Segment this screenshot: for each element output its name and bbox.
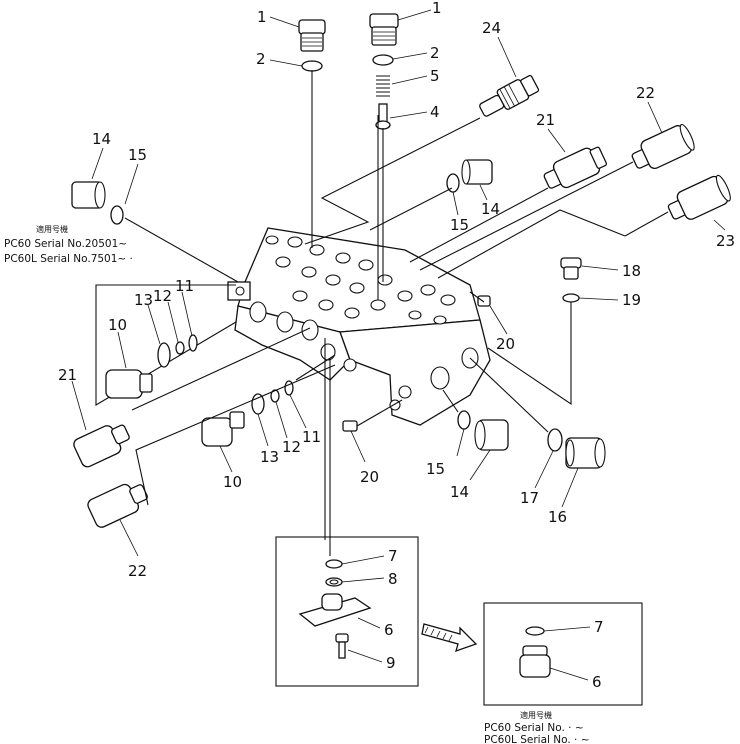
- svg-text:PC60L Serial No. · ~: PC60L Serial No. · ~: [484, 734, 590, 744]
- serial-note-bottom: 適用号機 PC60 Serial No. · ~ PC60L Serial No…: [484, 710, 590, 744]
- callout-4: 4: [430, 103, 440, 121]
- callout-5: 5: [430, 67, 440, 85]
- callout-numbers: 1 1 2 2 5 4 24 22 21 14 15 14 15 23 18 1…: [58, 0, 735, 691]
- callout-6: 6: [384, 621, 394, 639]
- callout-22: 22: [128, 562, 147, 580]
- callout-6: 6: [592, 673, 602, 691]
- callout-19: 19: [622, 291, 641, 309]
- lower-left-components: [73, 380, 358, 528]
- svg-text:PC60 Serial No. · ~: PC60 Serial No. · ~: [484, 722, 584, 734]
- callout-14: 14: [92, 130, 111, 148]
- callout-2: 2: [430, 44, 440, 62]
- upper-right-components: [446, 74, 731, 307]
- top-components: [298, 13, 399, 130]
- callout-24: 24: [482, 19, 501, 37]
- callout-17: 17: [520, 489, 539, 507]
- callout-10: 10: [108, 316, 127, 334]
- callout-14: 14: [450, 483, 469, 501]
- callout-1: 1: [432, 0, 442, 17]
- callout-15: 15: [128, 146, 147, 164]
- svg-text:適用号機: 適用号機: [520, 710, 552, 720]
- callout-22: 22: [636, 84, 655, 102]
- callout-7: 7: [388, 547, 398, 565]
- callout-20: 20: [360, 468, 379, 486]
- callout-15: 15: [426, 460, 445, 478]
- callout-18: 18: [622, 262, 641, 280]
- svg-text:適用号機: 適用号機: [36, 224, 68, 234]
- callout-1: 1: [257, 8, 267, 26]
- direction-arrow: [421, 623, 478, 653]
- callout-11: 11: [175, 277, 194, 295]
- callout-11: 11: [302, 428, 321, 446]
- left-inset-box: [95, 284, 237, 406]
- guide-lines: [124, 70, 669, 556]
- callout-8: 8: [388, 570, 398, 588]
- svg-text:PC60 Serial No.20501~: PC60 Serial No.20501~: [4, 238, 127, 250]
- callout-15: 15: [450, 216, 469, 234]
- callout-7: 7: [594, 618, 604, 636]
- callout-13: 13: [134, 291, 153, 309]
- serial-note-top: 適用号機 PC60 Serial No.20501~ PC60L Serial …: [4, 224, 133, 265]
- callout-14: 14: [481, 200, 500, 218]
- callout-13: 13: [260, 448, 279, 466]
- callout-2: 2: [256, 50, 266, 68]
- right-lower-inset-box: [483, 602, 643, 706]
- callout-21: 21: [58, 366, 77, 384]
- callout-20: 20: [496, 335, 515, 353]
- callout-10: 10: [223, 473, 242, 491]
- callout-23: 23: [716, 232, 735, 250]
- callout-21: 21: [536, 111, 555, 129]
- callout-9: 9: [386, 654, 396, 672]
- leader-lines: [71, 9, 726, 681]
- upper-left-components: [71, 181, 124, 225]
- lower-right-components: [457, 410, 606, 469]
- callout-12: 12: [282, 438, 301, 456]
- callout-12: 12: [153, 287, 172, 305]
- callout-16: 16: [548, 508, 567, 526]
- svg-text:PC60L Serial No.7501~ ·: PC60L Serial No.7501~ ·: [4, 253, 133, 265]
- control-valve-body: [227, 227, 491, 426]
